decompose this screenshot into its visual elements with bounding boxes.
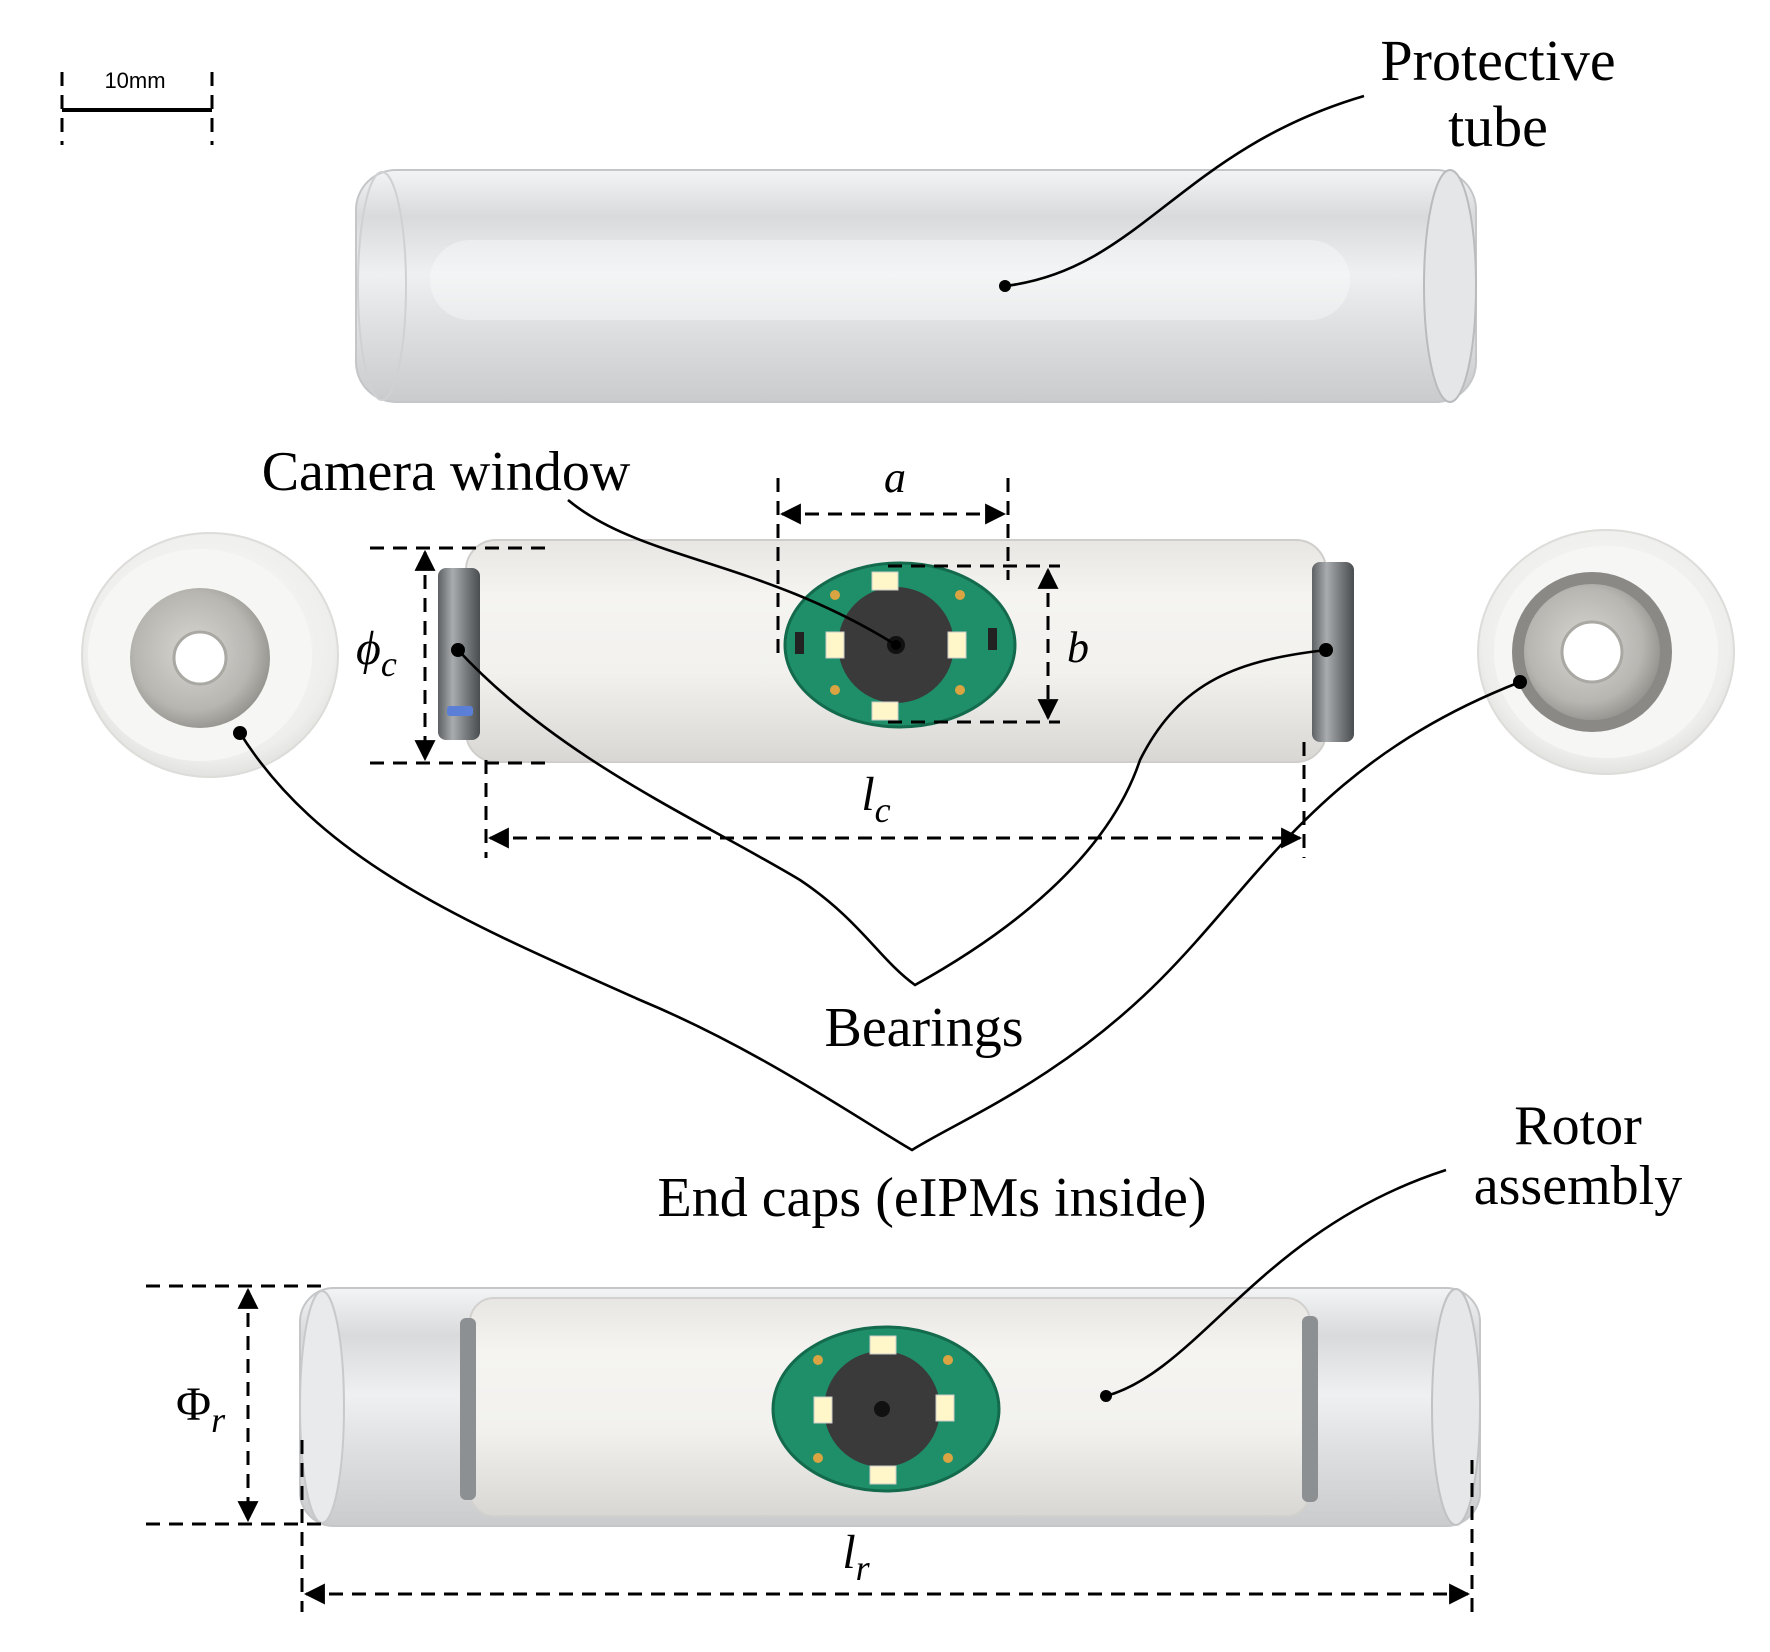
leader-end-caps — [238, 680, 1521, 1152]
scale-bar: 10mm — [60, 68, 214, 145]
leader-protective-tube — [1004, 94, 1365, 288]
leader-bearings — [457, 648, 1327, 987]
label-rotor-line1: Rotor — [1514, 1095, 1642, 1157]
left-end-cap — [81, 532, 339, 778]
label-phi-c: ϕc — [356, 622, 397, 684]
label-rotor-line2: assembly — [1474, 1155, 1682, 1217]
leader-camera-window — [567, 499, 897, 647]
label-b: b — [1067, 623, 1089, 672]
right-bearing — [1312, 562, 1354, 742]
rotor-camera-pcb — [771, 1325, 1001, 1493]
label-a: a — [884, 453, 906, 502]
dimension-phi-c: ϕc — [356, 546, 550, 765]
label-l-r: lr — [842, 1526, 870, 1588]
dimension-a: a — [776, 453, 1010, 662]
dimension-l-r: lr — [300, 1440, 1474, 1612]
core-assembly — [438, 539, 1354, 763]
dimension-Phi-r: Φr — [146, 1284, 330, 1526]
label-protective-tube-line1: Protective — [1380, 28, 1615, 93]
label-l-c: lc — [861, 768, 890, 830]
scale-bar-label: 10mm — [104, 68, 165, 93]
right-end-cap — [1477, 529, 1735, 775]
protective-tube — [355, 169, 1477, 403]
label-camera-window: Camera window — [262, 441, 631, 503]
label-Phi-r: Φr — [176, 1378, 226, 1440]
dimension-l-c: lc — [484, 742, 1306, 858]
label-bearings: Bearings — [824, 997, 1023, 1059]
leader-lines — [233, 94, 1527, 1402]
rotor-assembly — [299, 1287, 1481, 1527]
dimension-b: b — [888, 564, 1089, 724]
label-protective-tube-line2: tube — [1448, 94, 1548, 159]
label-end-caps: End caps (eIPMs inside) — [657, 1167, 1206, 1229]
leader-rotor-assembly — [1105, 1168, 1447, 1398]
